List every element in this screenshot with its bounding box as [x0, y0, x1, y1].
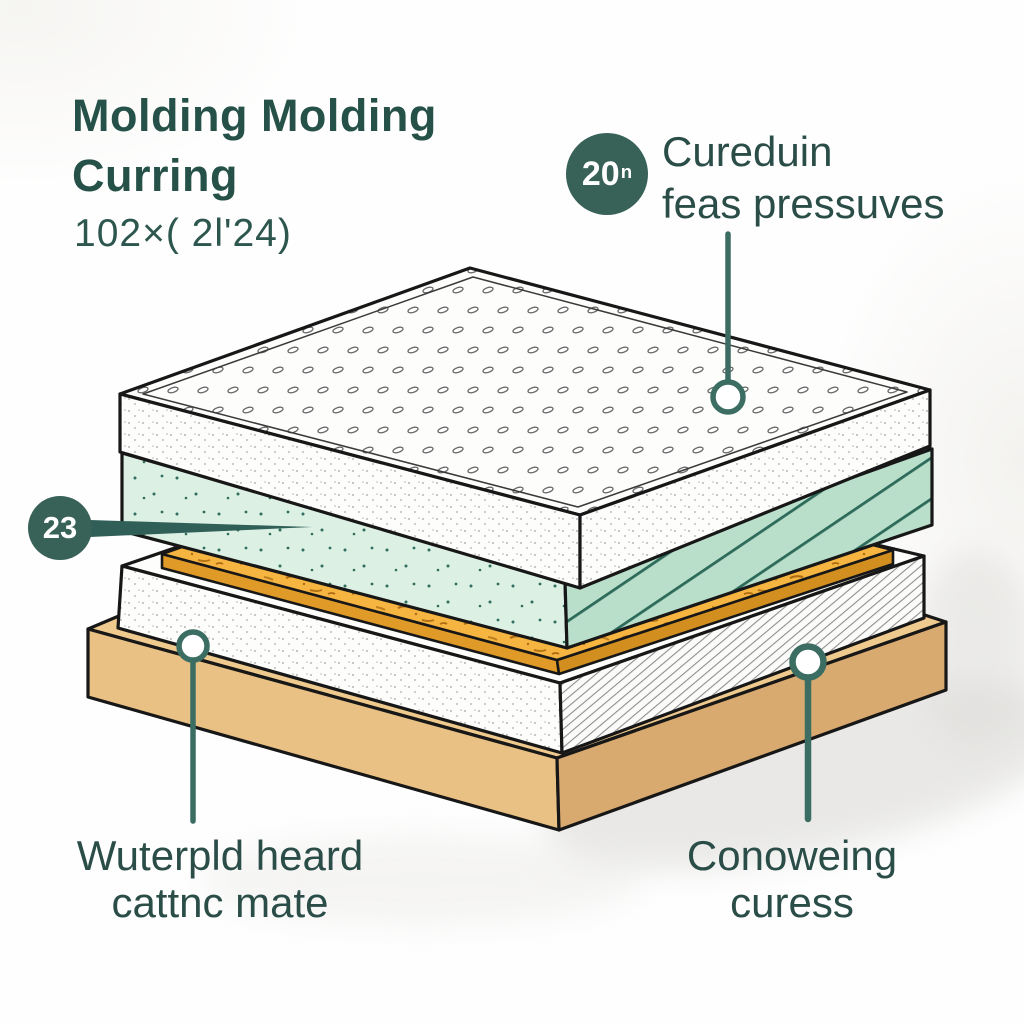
label-bottom-left-line-1: Wuterpld heard — [76, 832, 364, 879]
label-bottom-right-line-1: Conoweing — [686, 832, 898, 879]
page-title: Molding Molding Curring — [72, 86, 437, 206]
title-line-1: Molding Molding — [72, 90, 437, 141]
label-bottom-left: Wuterpld heard cattnc mate — [40, 832, 400, 927]
top-perforated-layer — [118, 266, 932, 590]
callout-top-label: Cureduin feas pressuves — [662, 126, 944, 230]
title-line-2: Curring — [72, 149, 238, 201]
badge-23: 23 — [28, 496, 92, 560]
callout-ring-top — [710, 379, 746, 415]
callout-top-label-line-1: Cureduin — [662, 128, 833, 175]
callout-top-label-line-2: feas pressuves — [662, 180, 945, 228]
callout-ring-bottom-right — [789, 643, 827, 681]
badge-20n-value: 20 — [581, 154, 620, 193]
label-bottom-right-line-2: curess — [730, 879, 854, 927]
label-bottom-left-line-2: cattnc mate — [111, 879, 329, 927]
callout-ring-bottom-left — [176, 629, 210, 663]
label-bottom-right: Conoweing curess — [625, 832, 959, 927]
page-subtitle: 102×( 2l'24) — [74, 212, 292, 255]
callout-pointer-23 — [90, 520, 312, 537]
